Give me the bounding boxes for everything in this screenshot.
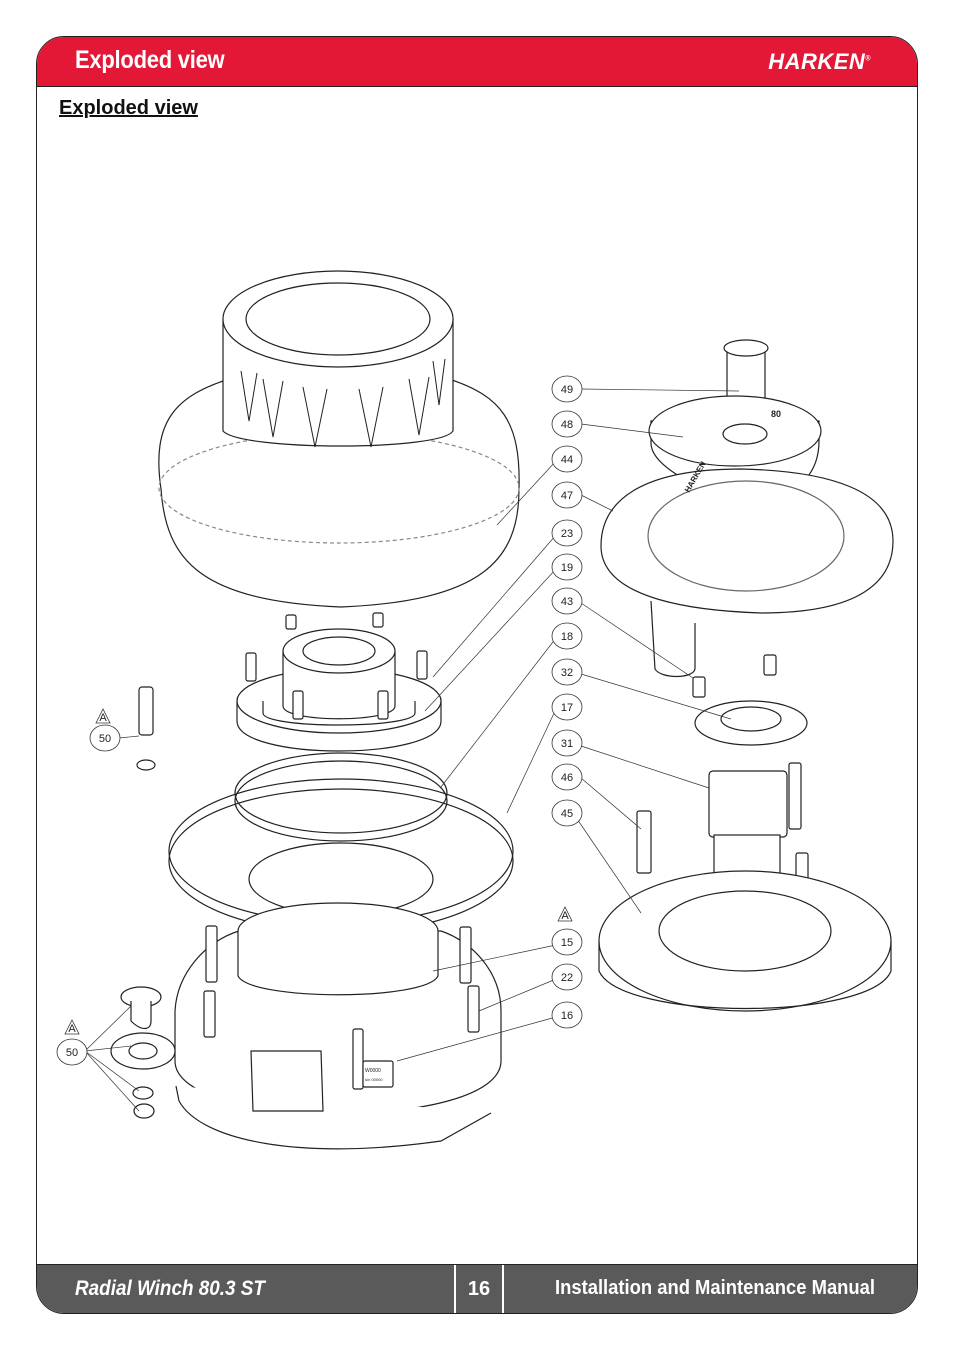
callout-45-label: 45	[561, 808, 573, 820]
drive-assembly	[598, 654, 892, 1012]
callout-16: 16	[551, 1001, 583, 1029]
callout-50-top: 50	[89, 724, 121, 752]
callout-45: 45	[551, 799, 583, 827]
exploded-view-drawing: W0000 s/n 00000	[56, 270, 894, 1150]
callout-48-label: 48	[561, 419, 573, 431]
callout-15: 15	[551, 928, 583, 956]
callout-a-right: A	[557, 906, 573, 922]
registered-mark: ®	[865, 55, 871, 63]
page-number: 16	[454, 1265, 504, 1313]
callouts: 49 48 44 47 23 19 43 18 32 17 31 46 45 A…	[56, 375, 583, 1066]
callout-32: 32	[551, 658, 583, 686]
callout-22-label: 22	[561, 972, 573, 984]
callout-a-top-left-label: A	[99, 712, 107, 724]
header-title: Exploded view	[75, 46, 225, 74]
callout-18-label: 18	[561, 631, 573, 643]
page-footer: Radial Winch 80.3 ST 16 Installation and…	[37, 1264, 917, 1313]
callout-a-bottom-left-label: A	[68, 1023, 76, 1035]
base-part: W0000 s/n 00000	[174, 902, 502, 1150]
drum-part	[158, 270, 520, 608]
brand-name: HARKEN	[768, 49, 866, 74]
callout-49-label: 49	[561, 384, 573, 396]
callout-22: 22	[551, 963, 583, 991]
callout-a-right-label: A	[561, 910, 569, 922]
callout-50-bottom: 50	[56, 1038, 88, 1066]
page-header: Exploded view HARKEN®	[37, 37, 917, 87]
callout-48: 48	[551, 410, 583, 438]
callout-46: 46	[551, 763, 583, 791]
callout-15-label: 15	[561, 937, 573, 949]
callout-19-label: 19	[561, 562, 573, 574]
manual-title: Installation and Maintenance Manual	[555, 1277, 876, 1299]
callout-47-label: 47	[561, 490, 573, 502]
callout-43: 43	[551, 587, 583, 615]
callout-50-bottom-label: 50	[66, 1047, 78, 1059]
callout-46-label: 46	[561, 772, 573, 784]
callout-32-label: 32	[561, 667, 573, 679]
callout-47: 47	[551, 481, 583, 509]
callout-44: 44	[551, 445, 583, 473]
pawl-parts	[110, 686, 176, 1119]
leader-lines	[84, 388, 740, 1112]
callout-31: 31	[551, 729, 583, 757]
callout-23: 23	[551, 519, 583, 547]
callout-a-bottom-left: A	[64, 1019, 80, 1035]
callout-19: 19	[551, 553, 583, 581]
page-frame: Exploded view HARKEN® Exploded view	[36, 36, 918, 1314]
callout-43-label: 43	[561, 596, 573, 608]
callout-17-label: 17	[561, 702, 573, 714]
top-cap-assembly: 80 HARKEN	[600, 339, 894, 678]
callout-16-label: 16	[561, 1010, 573, 1022]
callout-31-label: 31	[561, 738, 573, 750]
cap-number: 80	[771, 409, 781, 419]
callout-49: 49	[551, 375, 583, 403]
callout-18: 18	[551, 622, 583, 650]
serial-plate-line2: s/n 00000	[365, 1077, 383, 1082]
section-title: Exploded view	[59, 97, 198, 119]
callout-44-label: 44	[561, 454, 573, 466]
callout-23-label: 23	[561, 528, 573, 540]
callout-17: 17	[551, 693, 583, 721]
product-name: Radial Winch 80.3 ST	[75, 1277, 265, 1300]
harken-logo: HARKEN®	[768, 49, 871, 75]
callout-a-top-left: A	[95, 708, 111, 724]
callout-50-top-label: 50	[99, 733, 111, 745]
serial-plate-line1: W0000	[365, 1068, 381, 1074]
spindle-assembly	[236, 612, 442, 752]
